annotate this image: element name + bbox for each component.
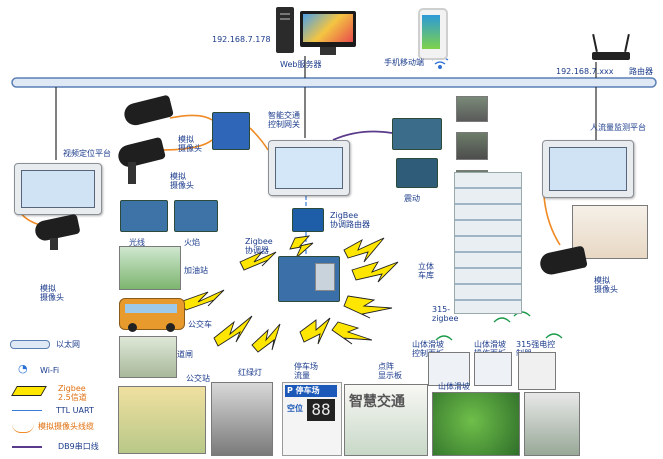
analog-camera-icon [128,162,136,184]
parking-sign: P 停车场 空位 88 [282,382,342,456]
bus-label: 公交车 [188,320,212,329]
router-label: 路由器 [629,67,653,76]
legend-db9-label: DB9串口线 [58,442,99,451]
gate-photo [119,336,177,378]
legend-ttl-icon [12,410,42,411]
light-sensor-label: 光线 [129,238,145,247]
relay-315-device [518,352,556,390]
mobile-label: 手机移动端 [384,58,424,67]
gateway-label: 智能交通 控制网关 [268,111,300,130]
legend-zigbee-icon [11,386,47,396]
landslide-model [432,392,520,456]
gas-station-label: 加油站 [184,266,208,275]
dot-display-label: 点阵 显示板 [378,362,402,381]
smart-traffic-banner: 智慧交通 [349,394,405,410]
legend-ttl-label: TTL UART [56,406,94,415]
zigbee-links [179,235,399,353]
analog-camera-a-label: 模拟 摄像头 [178,135,202,154]
zigbee-bolt [351,261,399,283]
video-platform-label: 视频定位平台 [63,149,111,158]
landslide-op-panel [474,352,512,386]
people-flow-scene [572,205,648,259]
vibration-sensor-board [392,118,442,150]
relay-315-closeup [524,392,580,456]
legend-zigbee-label: Zigbee 2.5信道 [58,384,87,403]
gateway-panel [268,140,350,196]
road-photo [456,132,488,160]
parking-vacant-text: 空位 [287,404,303,413]
zigbee-bolt [343,295,393,319]
legend-analog-cable-label: 模拟摄像头线缆 [38,422,94,431]
ethernet-drops [55,56,597,160]
zigbee-router-label: ZigBee 协调路由器 [330,211,370,230]
people-flow-label: 人流量监测平台 [590,123,646,132]
analog-camera-b-label: 模拟 摄像头 [170,172,194,191]
landslide-ctrl-panel [428,352,470,386]
analog-camera-d-label: 模拟 摄像头 [594,276,618,295]
legend-wifi-label: Wi-Fi [40,366,60,375]
web-server [272,5,362,57]
stereo-garage [454,172,522,314]
router-icon [590,30,632,62]
zigbee-bolt [343,237,385,263]
legend-ethernet-icon [10,340,50,349]
landslide-label: 山体滑坡 [438,382,470,391]
gate-label: 道闸 [177,350,193,359]
stereo-garage-label: 立体 车库 [418,262,434,281]
server-label: Web服务器 [280,60,322,69]
people-flow-panel [542,140,634,198]
analog-camera-c-label: 模拟 摄像头 [40,284,64,303]
bus-stop-photo [118,386,206,454]
traffic-light-label: 红绿灯 [238,368,262,377]
zigbee-bolt [289,235,314,259]
legend-analog-cable-icon [12,424,34,433]
flame-sensor-label: 火焰 [184,238,200,247]
flame-sensor-board [174,200,218,232]
camera-converter-board [212,112,250,150]
bus-model [119,298,185,332]
legend-wifi-icon: ◔ [18,362,28,375]
zigbee-coordinator-board [278,256,340,302]
gas-station-photo [119,246,181,290]
light-sensor-board [120,200,168,232]
legend-ethernet-label: 以太网 [56,340,80,349]
zigbee-315-label: 315- zigbee [432,305,459,324]
bus-stop-label: 公交站 [186,374,210,383]
legend-db9-icon [12,446,42,448]
monitor-icon [300,11,356,47]
vibration-sensor-board [396,158,438,188]
analog-camera-icon [50,238,58,250]
parking-sign-text: P 停车场 [287,386,320,395]
legend: 以太网 ◔ Wi-Fi Zigbee 2.5信道 TTL UART 模拟摄像头线… [4,334,114,456]
server-ip: 192.168.7.178 [212,35,271,44]
video-platform-panel [14,163,102,215]
mobile-phone-icon [418,8,448,60]
server-tower-icon [276,7,294,53]
parking-count-display: 88 [307,399,335,421]
zigbee-bolt [179,289,225,311]
zigbee-bolt [299,317,331,345]
zigbee-coordinator-label: Zigbee 协调器 [245,237,273,256]
rf315-signal [435,311,563,341]
ethernet-bus [11,77,657,88]
traffic-light-photo [211,382,273,456]
road-photo [456,96,488,122]
zigbee-bolt [331,321,373,345]
vibration-label: 震动 [404,194,420,203]
parking-flow-label: 停车场 流量 [294,362,318,381]
db9-cable [332,130,393,141]
zigbee-bolt [213,315,253,347]
dot-display-photo: 智慧交通 [344,384,428,456]
zigbee-router-board [292,208,324,232]
router-ip: 192.168.7.xxx [556,67,614,76]
zigbee-bolt [251,323,281,353]
zigbee-bolt [239,251,277,271]
